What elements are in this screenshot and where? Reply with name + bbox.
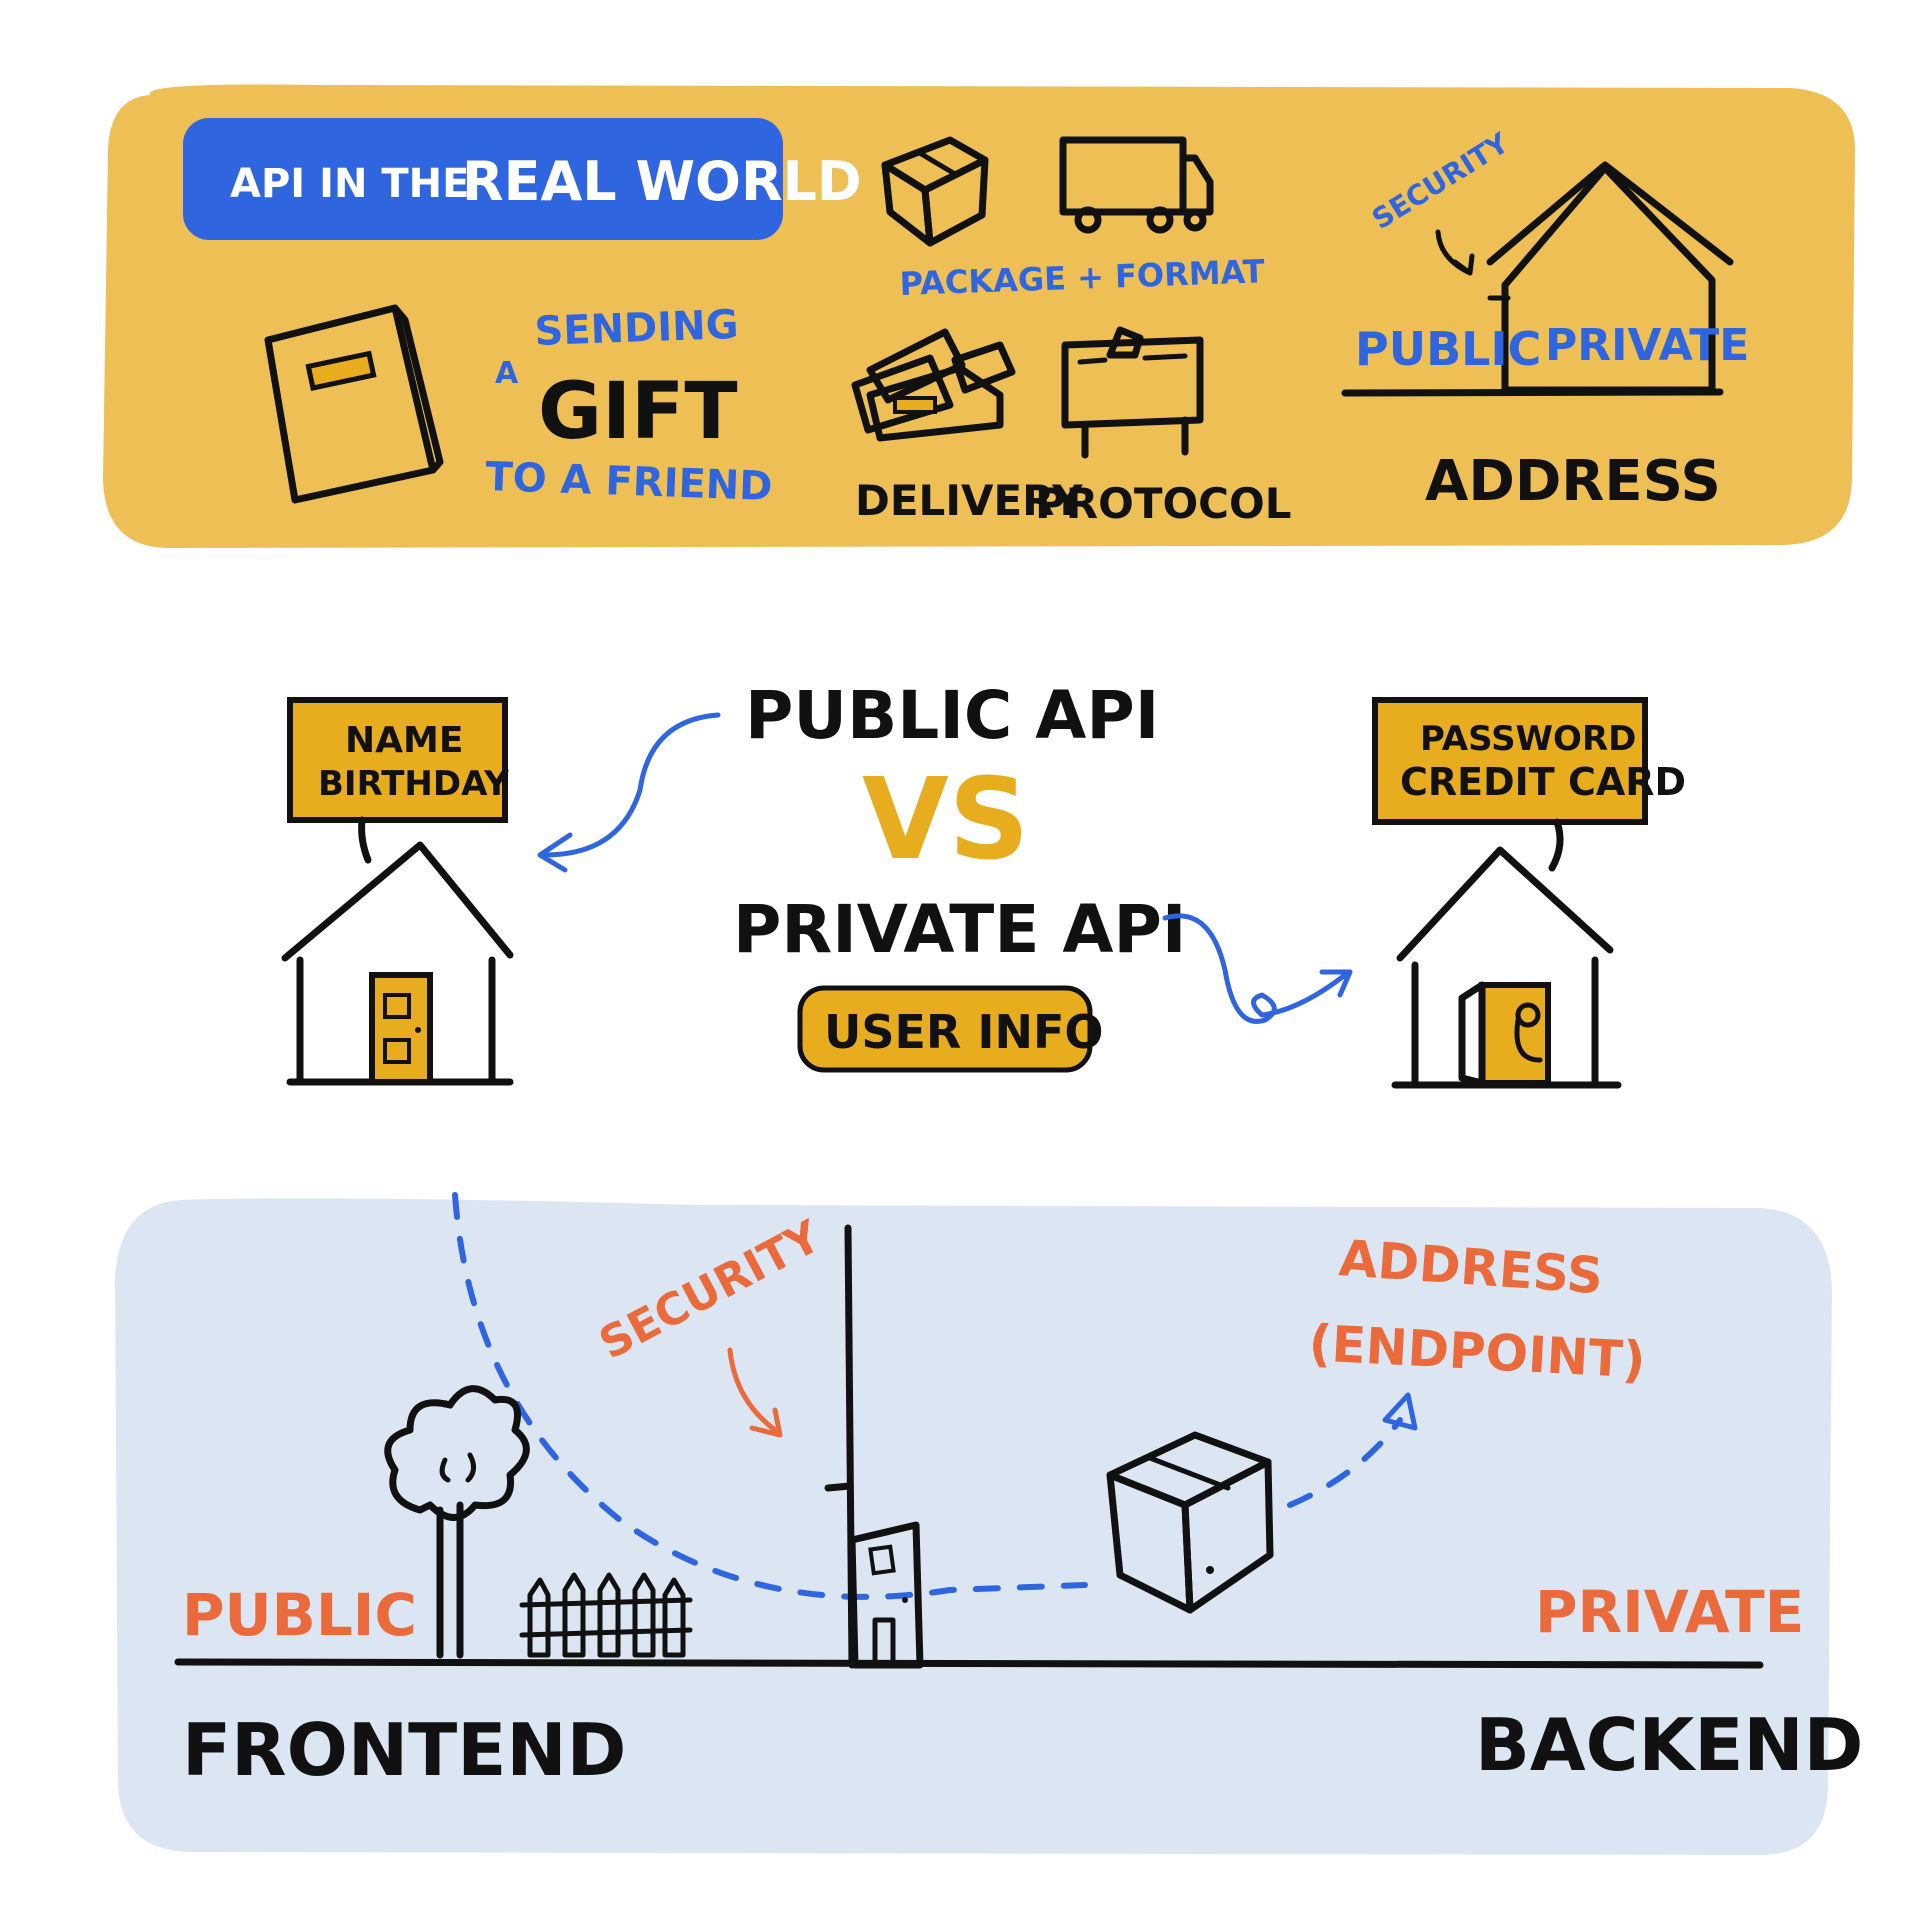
delivery-label: DELIVERY (855, 476, 1083, 525)
gift-book-icon (264, 304, 444, 504)
public-api-label: PUBLIC API (745, 677, 1159, 754)
tree-icon (384, 1385, 530, 1659)
top-private-label: PRIVATE (1545, 320, 1749, 371)
backend-label: BACKEND (1475, 1703, 1863, 1787)
gift-sending: SENDING (534, 302, 739, 355)
truck-icon (1059, 136, 1214, 234)
gift-to-a-friend: TO A FRIEND (485, 454, 774, 510)
mailbox-icon (1061, 326, 1204, 459)
left-sign-name: NAME (345, 720, 463, 761)
user-info-pill (797, 985, 1093, 1073)
address-label: ADDRESS (1425, 449, 1721, 514)
user-info-label: USER INFO (824, 1005, 1103, 1059)
endpoint-arrowhead (1382, 1392, 1418, 1431)
left-sign-birthday: BIRTHDAY (318, 764, 509, 804)
right-sign-password: PASSWORD (1420, 719, 1636, 759)
bottom-private-label: PRIVATE (1535, 1578, 1804, 1646)
ground-line (174, 1658, 1764, 1669)
private-api-arrow (1162, 913, 1353, 1024)
fence-icon (519, 1572, 693, 1658)
bottom-panel (115, 1198, 1832, 1855)
package-box-icon (881, 136, 989, 247)
bottom-public-label: PUBLIC (182, 1581, 417, 1649)
top-security-arrow (1435, 229, 1475, 276)
private-house-icon (1372, 697, 1648, 1089)
package-box-icon-bottom (1106, 1431, 1274, 1614)
dashed-flow-path (452, 1192, 1088, 1600)
title-small: API IN THE (230, 161, 469, 207)
address-house-icon (1341, 161, 1734, 397)
frontend-label: FRONTEND (182, 1708, 626, 1792)
private-api-label: PRIVATE API (733, 891, 1186, 968)
public-house-icon (281, 697, 514, 1086)
envelope-icon (851, 328, 1016, 442)
dashed-flow-path-end (1287, 1417, 1403, 1508)
title-pill (183, 118, 783, 240)
bottom-security-arrow (727, 1347, 783, 1438)
top-public-label: PUBLIC (1355, 322, 1541, 376)
protocol-label: PROTOCOL (1035, 479, 1291, 528)
gift-word: GIFT (538, 367, 738, 457)
public-api-arrow (537, 712, 721, 873)
vs-label: VS (862, 755, 1029, 885)
title-big: REAL WORLD (462, 150, 862, 213)
gift-a: A (495, 356, 519, 391)
right-sign-credit-card: CREDIT CARD (1400, 760, 1686, 804)
